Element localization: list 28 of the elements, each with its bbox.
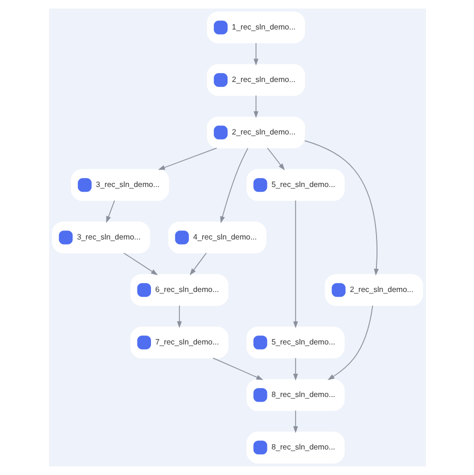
- node-box: 3_rec_sln_demo...: [52, 222, 150, 254]
- node-box: 4_rec_sln_demo...: [168, 222, 266, 254]
- arrow: [253, 95, 258, 118]
- node-box: 8_rec_sln_demo...: [246, 379, 344, 411]
- node-box: 2_rec_sln_demo...: [324, 274, 422, 306]
- node-box: 7_rec_sln_demo...: [130, 326, 228, 358]
- arrow: [106, 200, 114, 224]
- node-box: 5_rec_sln_demo...: [246, 326, 344, 358]
- arrow: [253, 42, 258, 66]
- arrow: [189, 252, 206, 276]
- arrow: [176, 305, 182, 328]
- arrow: [292, 410, 298, 434]
- arrow: [220, 148, 248, 224]
- arrow: [158, 148, 217, 170]
- node-box: 8_rec_sln_demo...: [246, 432, 344, 464]
- node-box: 1_rec_sln_demo...: [206, 12, 305, 44]
- arrow: [292, 358, 298, 381]
- node-box: 3_rec_sln_demo...: [70, 169, 169, 201]
- node-box: 2_rec_sln_demo...: [206, 116, 305, 148]
- node-box: 5_rec_sln_demo...: [246, 169, 344, 201]
- node-box: 6_rec_sln_demo...: [130, 274, 228, 306]
- arrow: [304, 140, 378, 276]
- arrow: [212, 358, 263, 380]
- arrow: [292, 200, 298, 328]
- node-box: 2_rec_sln_demo...: [206, 64, 305, 96]
- arrow: [122, 252, 158, 276]
- arrow: [327, 305, 373, 380]
- arrow: [266, 148, 284, 170]
